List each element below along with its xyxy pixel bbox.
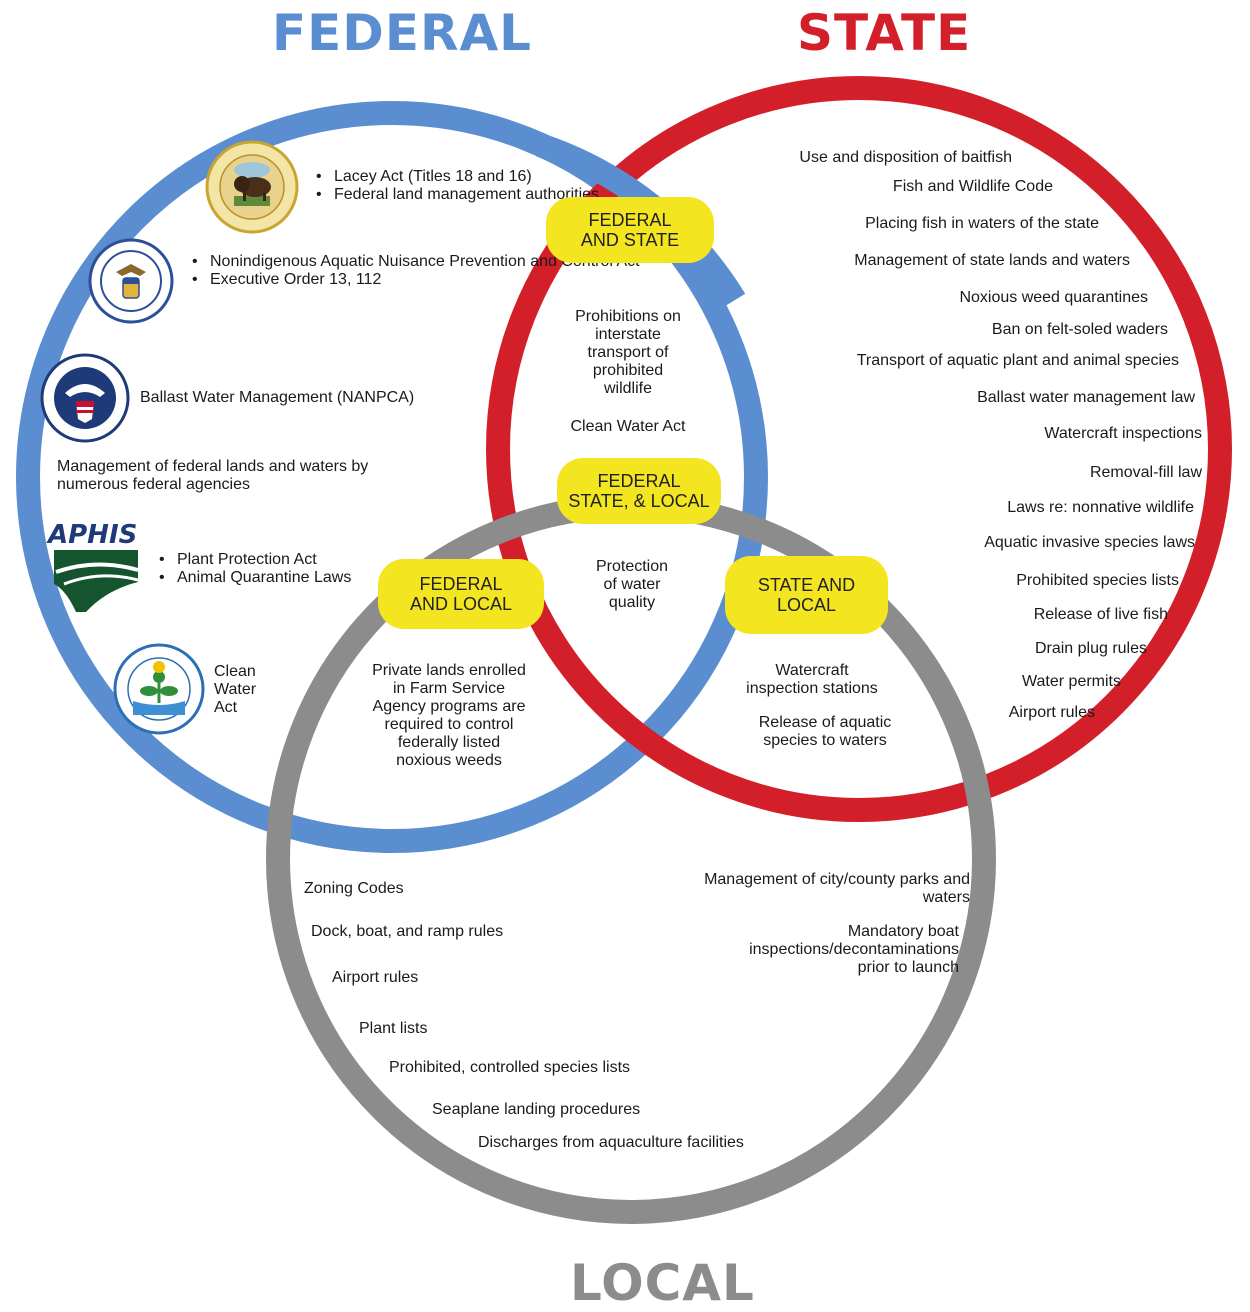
aphis-logo-text: APHIS bbox=[48, 520, 138, 550]
federal-state-local-pill: FEDERAL STATE, & LOCAL bbox=[557, 458, 721, 524]
state-title: STATE bbox=[797, 4, 972, 62]
interior-items: Lacey Act (Titles 18 and 16) Federal lan… bbox=[312, 168, 599, 204]
state-item: Drain plug rules bbox=[1034, 640, 1147, 657]
local-item: Airport rules bbox=[332, 969, 419, 986]
department-of-commerce-seal bbox=[88, 238, 174, 324]
federal-circle bbox=[16, 101, 768, 853]
local-item: Plant lists bbox=[359, 1020, 428, 1037]
state-circle bbox=[486, 76, 1232, 822]
state-item: Fish and Wildlife Code bbox=[892, 178, 1053, 195]
state-local-pill: STATE AND LOCAL bbox=[725, 556, 888, 634]
aphis-item: Plant Protection Act bbox=[155, 551, 351, 569]
epa-label: Clean Water Act bbox=[214, 663, 257, 716]
state-item: Noxious weed quarantines bbox=[959, 289, 1148, 306]
local-title: LOCAL bbox=[570, 1254, 755, 1312]
state-item: Laws re: nonnative wildlife bbox=[1007, 499, 1194, 516]
state-item: Release of live fish bbox=[1033, 606, 1168, 623]
state-item: Removal-fill law bbox=[1089, 464, 1202, 481]
interior-item: Federal land management authorities bbox=[312, 186, 599, 204]
local-item: Discharges from aquaculture facilities bbox=[478, 1134, 744, 1151]
federal-title: FEDERAL bbox=[272, 4, 533, 62]
state-item: Water permits bbox=[1022, 673, 1121, 690]
local-item: Dock, boat, and ramp rules bbox=[311, 923, 504, 940]
state-local-item: Watercraft inspection stations bbox=[746, 662, 878, 697]
local-item: Zoning Codes bbox=[304, 880, 404, 897]
aphis-items: Plant Protection Act Animal Quarantine L… bbox=[155, 551, 351, 587]
aphis-logo bbox=[54, 550, 139, 612]
commerce-item: Executive Order 13, 112 bbox=[188, 271, 640, 289]
local-item: Prohibited, controlled species lists bbox=[389, 1059, 631, 1076]
interior-item: Lacey Act (Titles 18 and 16) bbox=[312, 168, 599, 186]
state-item: Watercraft inspections bbox=[1044, 425, 1202, 442]
commerce-item: Nonindigenous Aquatic Nuisance Preventio… bbox=[188, 253, 640, 271]
federal-state-item: Prohibitions on interstate transport of … bbox=[575, 308, 681, 397]
state-item: Airport rules bbox=[1008, 704, 1095, 721]
state-item: Ban on felt-soled waders bbox=[991, 321, 1168, 338]
federal-local-item: Private lands enrolled in Farm Service A… bbox=[372, 662, 526, 769]
epa-seal bbox=[113, 643, 205, 735]
homeland-security-seal bbox=[40, 353, 130, 443]
federal-state-local-item: Protection of water quality bbox=[595, 558, 669, 611]
local-item: Seaplane landing procedures bbox=[432, 1101, 641, 1118]
federal-lands-text: Management of federal lands and waters b… bbox=[57, 458, 369, 493]
aphis-item: Animal Quarantine Laws bbox=[155, 569, 351, 587]
state-item: Placing fish in waters of the state bbox=[865, 215, 1099, 232]
federal-state-item: Clean Water Act bbox=[570, 418, 686, 435]
state-item: Use and disposition of baitfish bbox=[799, 149, 1012, 166]
federal-local-pill: FEDERAL AND LOCAL bbox=[378, 559, 544, 629]
state-local-item: Release of aquatic species to waters bbox=[758, 714, 892, 749]
homeland-label: Ballast Water Management (NANPCA) bbox=[140, 389, 415, 406]
state-item: Prohibited species lists bbox=[1016, 572, 1179, 589]
state-item: Aquatic invasive species laws bbox=[984, 534, 1195, 551]
commerce-items: Nonindigenous Aquatic Nuisance Preventio… bbox=[188, 253, 640, 289]
state-item: Management of state lands and waters bbox=[854, 252, 1130, 269]
local-item: Management of city/county parks and wate… bbox=[704, 871, 970, 906]
local-item: Mandatory boat inspections/decontaminati… bbox=[749, 923, 959, 976]
department-of-the-interior-seal bbox=[205, 140, 299, 234]
state-item: Ballast water management law bbox=[977, 389, 1195, 406]
state-item: Transport of aquatic plant and animal sp… bbox=[856, 352, 1179, 369]
federal-state-pill: FEDERAL AND STATE bbox=[546, 197, 714, 263]
